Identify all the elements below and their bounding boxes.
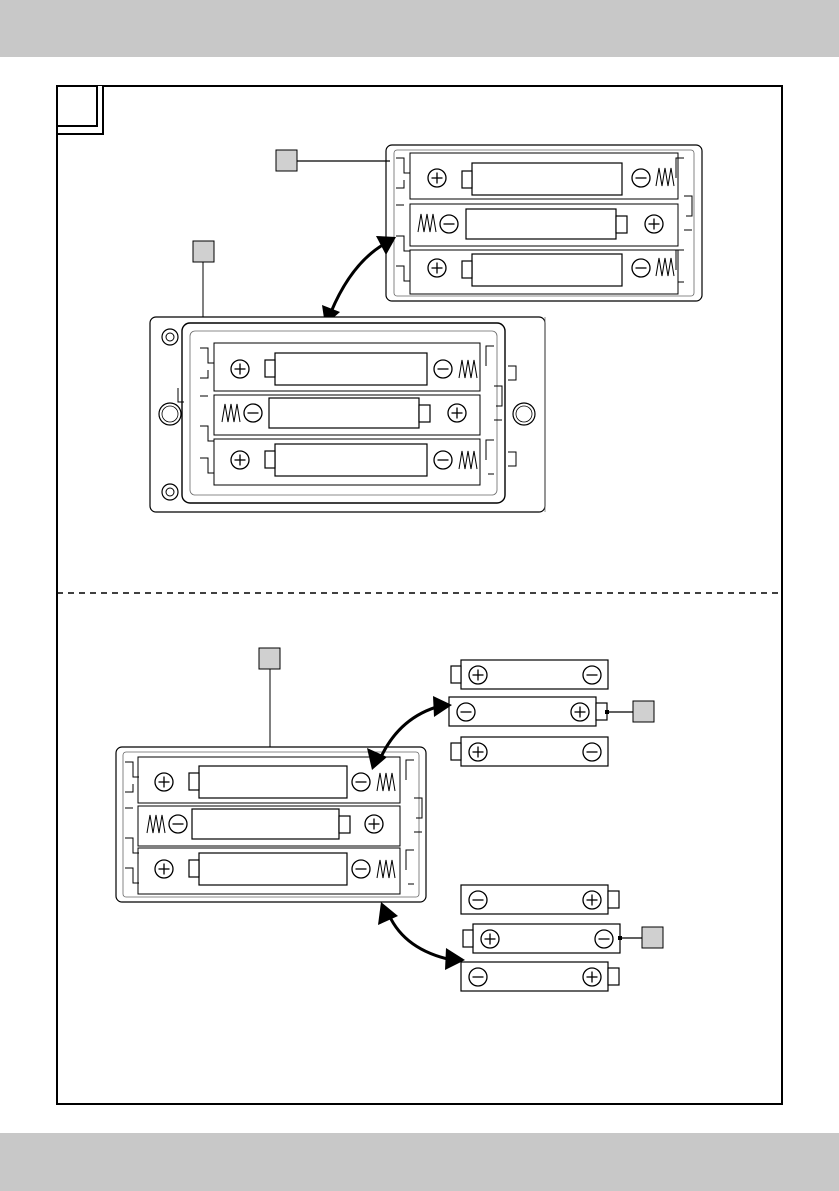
callout-box (276, 150, 297, 171)
battery (472, 254, 622, 286)
screw-icon (162, 329, 178, 345)
battery (275, 353, 427, 385)
battery (199, 766, 347, 798)
insert-arrow-icon (322, 236, 396, 325)
battery (466, 209, 616, 239)
battery-compartment (150, 317, 545, 512)
battery (269, 398, 419, 428)
callout-box (259, 648, 280, 669)
mount-hole-icon (513, 403, 535, 425)
figure-number-box (57, 86, 97, 126)
callout-box (633, 701, 654, 722)
battery-holder-top (386, 145, 702, 301)
loose-batteries-lower (461, 885, 620, 991)
battery (192, 809, 339, 839)
screw-icon (162, 484, 178, 500)
battery (472, 163, 622, 195)
loose-batteries-upper (449, 660, 608, 766)
battery (275, 444, 427, 476)
mount-hole-icon (159, 403, 181, 425)
battery (199, 853, 347, 885)
callout-box (193, 241, 214, 262)
battery-holder-bottom (116, 747, 426, 902)
callout-box (642, 927, 663, 948)
insert-arrow-icon (378, 902, 465, 970)
